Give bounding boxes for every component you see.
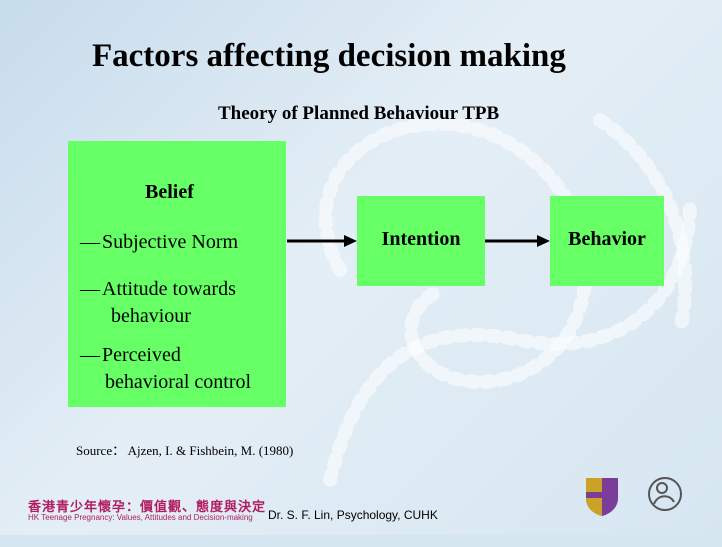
slide-title: Factors affecting decision making xyxy=(92,38,566,74)
belief-heading: Belief xyxy=(145,181,194,203)
belief-item-text: Attitude towards xyxy=(102,278,236,300)
slide-subtitle: Theory of Planned Behaviour TPB xyxy=(218,103,500,124)
belief-box xyxy=(68,141,286,407)
dash-marker: — xyxy=(80,278,100,300)
belief-item-text-line2: behavioral control xyxy=(105,371,252,393)
cuhk-crest-icon xyxy=(586,478,618,516)
behavior-box: Behavior xyxy=(550,196,664,286)
mother-child-logo-icon xyxy=(648,477,682,511)
belief-item-attitude: —Attitude towards behaviour xyxy=(80,276,236,330)
belief-item-text: Subjective Norm xyxy=(102,231,239,253)
footer-chinese-title: 香港青少年懷孕：價值觀、態度與決定 xyxy=(28,499,267,514)
footer-english-title: HK Teenage Pregnancy: Values, Attitudes … xyxy=(28,513,253,522)
footer-credit: Dr. S. F. Lin, Psychology, CUHK xyxy=(268,508,438,522)
behavior-label: Behavior xyxy=(568,228,646,250)
belief-item-text: Perceived xyxy=(102,344,181,366)
source-citation: Source： Ajzen, I. & Fishbein, M. (1980) xyxy=(76,443,294,458)
dash-marker: — xyxy=(80,344,100,366)
intention-box: Intention xyxy=(357,196,485,286)
belief-item-text-line2: behaviour xyxy=(111,305,191,327)
arrow-belief-to-intention xyxy=(287,235,357,247)
belief-item-subjective-norm: —Subjective Norm xyxy=(80,229,238,256)
arrow-intention-to-behavior xyxy=(485,235,550,247)
intention-label: Intention xyxy=(381,228,461,250)
belief-item-perceived-control: —Perceived behavioral control xyxy=(80,342,251,396)
dash-marker: — xyxy=(80,231,100,253)
bottom-bar xyxy=(0,535,722,547)
